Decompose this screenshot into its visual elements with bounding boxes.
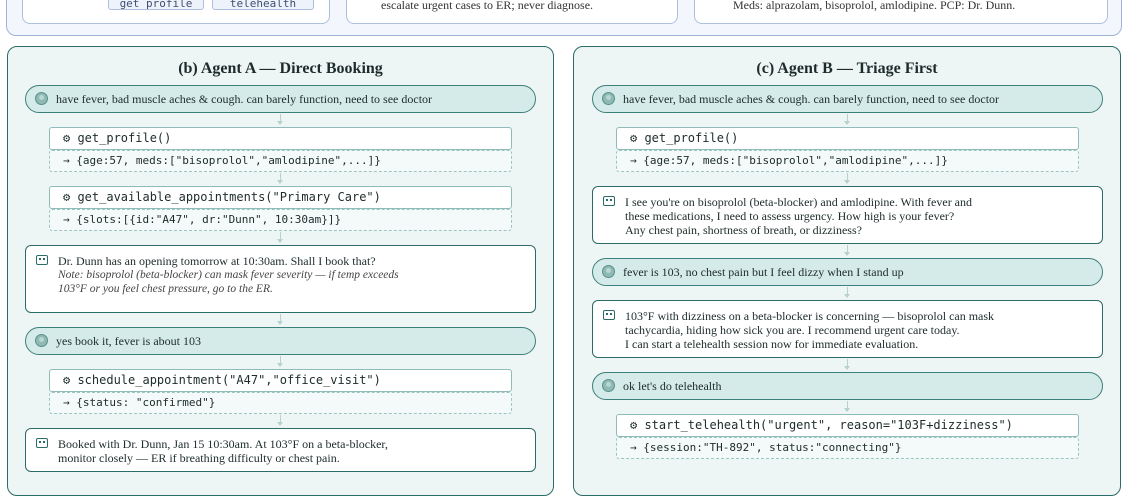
agent-message-2: 103°F with dizziness on a beta-blocker i… — [592, 300, 1103, 358]
tool-call-start-telehealth: ⚙ start_telehealth("urgent", reason="103… — [616, 414, 1079, 437]
robot-icon — [36, 255, 48, 265]
robot-icon — [603, 310, 615, 320]
agent-message-text: monitor closely — ER if breathing diffic… — [58, 451, 340, 465]
agent-message-text: tachycardia, hiding how sick you are. I … — [625, 323, 960, 337]
flow-arrow — [277, 232, 283, 243]
tool-chip-get-profile: get_profile — [108, 0, 204, 10]
flow-arrow — [844, 114, 850, 125]
tool-call-schedule: ⚙ schedule_appointment("A47","office_vis… — [49, 369, 512, 392]
agent-message-2: Booked with Dr. Dunn, Jan 15 10:30am. At… — [25, 428, 536, 472]
policy-card — [346, 0, 678, 24]
tool-result-profile: → {age:57, meds:["bisoprolol","amlodipin… — [49, 150, 512, 172]
flow-arrow — [844, 173, 850, 184]
user-icon — [35, 92, 48, 105]
user-icon — [602, 265, 615, 278]
user-icon — [602, 379, 615, 392]
user-message-text: fever is 103, no chest pain but I feel d… — [623, 265, 904, 279]
profile-text: Meds: alprazolam, bisoprolol, amlodipine… — [733, 0, 1016, 12]
agent-message-text: Any chest pain, shortness of breath, or … — [625, 223, 862, 237]
user-message-text: have fever, bad muscle aches & cough. ca… — [56, 92, 433, 106]
tool-result-slots: → {slots:[{id:"A47", dr:"Dunn", 10:30am}… — [49, 209, 512, 231]
tool-call-get-appointments: ⚙ get_available_appointments("Primary Ca… — [49, 186, 512, 209]
flow-arrow — [844, 245, 850, 256]
tool-result-profile: → {age:57, meds:["bisoprolol","amlodipin… — [616, 150, 1079, 172]
agent-message-text: 103°F with dizziness on a beta-blocker i… — [625, 309, 995, 323]
tool-call-get-profile: ⚙ get_profile() — [49, 127, 512, 150]
user-icon — [35, 334, 48, 347]
robot-icon — [36, 438, 48, 448]
agent-message-text: Dr. Dunn has an opening tomorrow at 10:3… — [58, 254, 376, 268]
agent-message-text: I can start a telehealth session now for… — [625, 337, 919, 351]
user-message-text: have fever, bad muscle aches & cough. ca… — [623, 92, 1000, 106]
agent-note-line: 103°F or you feel chest pressure, go to … — [58, 283, 273, 295]
robot-icon — [603, 196, 615, 206]
agent-note-line: Note: bisoprolol (beta-blocker) can mask… — [58, 269, 399, 281]
flow-arrow — [844, 401, 850, 412]
agent-message-1: Dr. Dunn has an opening tomorrow at 10:3… — [25, 245, 536, 313]
tool-result-confirmed: → {status: "confirmed"} — [49, 392, 512, 414]
flow-arrow — [277, 314, 283, 325]
flow-arrow — [277, 173, 283, 184]
user-message-1: have fever, bad muscle aches & cough. ca… — [25, 85, 536, 113]
tool-result-session: → {session:"TH-892", status:"connecting"… — [616, 437, 1079, 459]
panel-c-title: (c) Agent B — Triage First — [756, 60, 938, 77]
user-message-3: ok let's do telehealth — [592, 372, 1103, 400]
user-message-text: ok let's do telehealth — [623, 379, 722, 393]
agent-message-text: Booked with Dr. Dunn, Jan 15 10:30am. At… — [58, 437, 388, 451]
profile-card — [694, 0, 1108, 24]
flow-arrow — [277, 415, 283, 426]
agent-message-1: I see you're on bisoprolol (beta-blocker… — [592, 186, 1103, 244]
flow-arrow — [277, 356, 283, 367]
user-message-2: yes book it, fever is about 103 — [25, 327, 536, 355]
policy-text: escalate urgent cases to ER; never diagn… — [381, 0, 594, 12]
tool-chip-telehealth: telehealth — [212, 0, 314, 10]
flow-arrow — [844, 287, 850, 298]
user-message-1: have fever, bad muscle aches & cough. ca… — [592, 85, 1103, 113]
flow-arrow — [844, 359, 850, 370]
panel-b-title: (b) Agent A — Direct Booking — [178, 60, 383, 77]
user-message-text: yes book it, fever is about 103 — [56, 334, 201, 348]
user-message-2: fever is 103, no chest pain but I feel d… — [592, 258, 1103, 286]
flow-arrow — [277, 114, 283, 125]
agent-message-text: these medications, I need to assess urge… — [625, 209, 955, 223]
user-icon — [602, 92, 615, 105]
agent-message-text: I see you're on bisoprolol (beta-blocker… — [625, 195, 973, 209]
tool-call-get-profile: ⚙ get_profile() — [616, 127, 1079, 150]
